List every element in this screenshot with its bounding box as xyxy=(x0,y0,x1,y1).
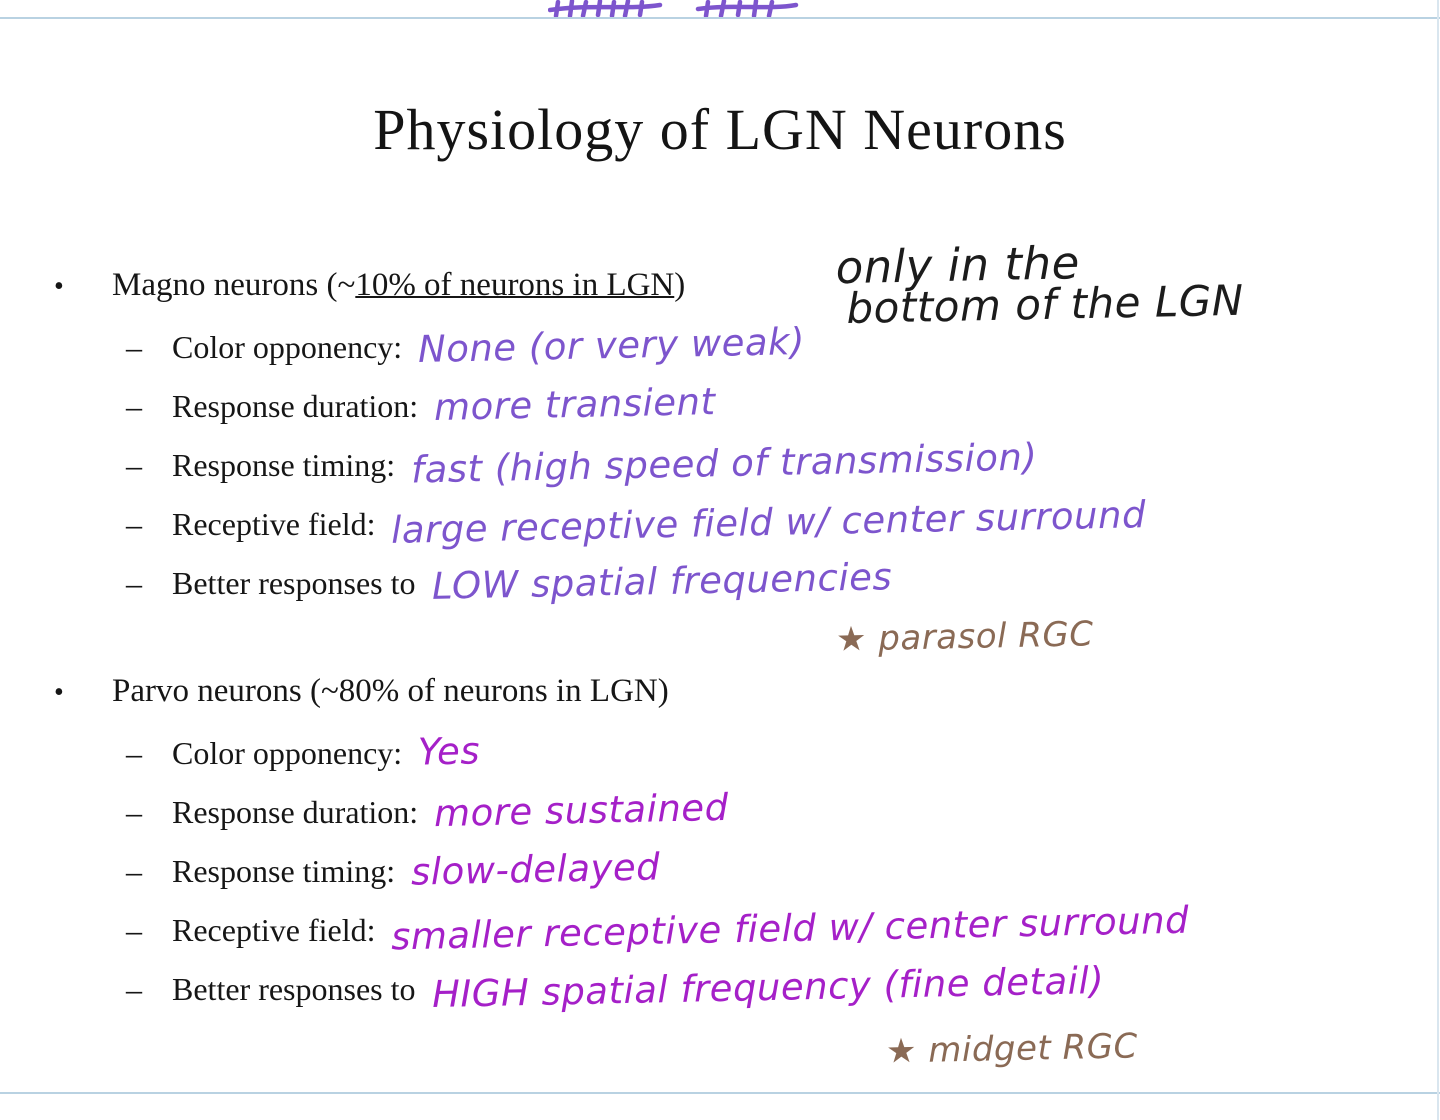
parvo-item-row: – Receptive field: smaller receptive fie… xyxy=(46,899,1424,959)
handwritten-answer: more transient xyxy=(433,380,717,429)
magno-footnote-row: ★ parasol RGC xyxy=(835,614,1424,660)
parvo-header: Parvo neurons (~80% of neurons in LGN) xyxy=(112,673,669,709)
dash-marker: – xyxy=(126,506,142,542)
handwritten-answer: large receptive field w/ center surround xyxy=(391,493,1147,552)
handwritten-answer: LOW spatial frequencies xyxy=(431,555,893,608)
handwritten-answer: more sustained xyxy=(433,785,730,836)
magno-header-suffix: ) xyxy=(674,267,686,303)
magno-item-row: – Receptive field: large receptive field… xyxy=(46,493,1424,552)
handwritten-answer: slow-delayed xyxy=(410,845,661,894)
magno-item-row: – Response timing: fast (high speed of t… xyxy=(46,435,1424,491)
magno-item-row: – Response duration: more transient xyxy=(46,380,1424,429)
dash-marker: – xyxy=(126,971,142,1007)
magno-header: Magno neurons (~10% of neurons in LGN) xyxy=(112,262,685,308)
dash-marker: – xyxy=(126,329,142,365)
magno-header-prefix: Magno neurons (~ xyxy=(112,267,356,303)
item-label: Color opponency: xyxy=(172,735,403,771)
dash-marker: – xyxy=(126,794,142,830)
bullet-marker: • xyxy=(54,677,64,708)
magno-item-row: – Color opponency: None (or very weak) xyxy=(46,320,1424,371)
item-label: Response timing: xyxy=(172,853,396,889)
parvo-item-row: – Color opponency: Yes xyxy=(46,729,1424,775)
dash-marker: – xyxy=(126,447,142,483)
bullet-marker: • xyxy=(54,271,64,302)
item-label: Better responses to xyxy=(172,565,416,601)
item-label: Color opponency: xyxy=(172,329,403,365)
item-label: Response duration: xyxy=(172,388,419,424)
right-border-line xyxy=(1437,0,1439,1120)
top-cutoff-handwriting xyxy=(548,0,799,17)
top-border-line xyxy=(0,17,1440,19)
parvo-footnote-row: ★ midget RGC xyxy=(885,1026,1424,1072)
handwritten-answer: None (or very weak) xyxy=(417,319,806,372)
parvo-item-row: – Better responses to HIGH spatial frequ… xyxy=(46,959,1424,1016)
dash-marker: – xyxy=(126,388,142,424)
dash-marker: – xyxy=(126,912,142,948)
handwritten-answer: HIGH spatial frequency (fine detail) xyxy=(431,958,1105,1017)
magno-header-underlined: 10% of neurons in LGN xyxy=(355,267,675,303)
parvo-item-row: – Response timing: slow-delayed xyxy=(46,845,1424,894)
parvo-header-row: • Parvo neurons (~80% of neurons in LGN) xyxy=(46,668,1424,716)
handwritten-footnote: ★ parasol RGC xyxy=(835,614,1094,660)
parvo-section: • Parvo neurons (~80% of neurons in LGN)… xyxy=(46,668,1424,1072)
handwritten-answer: smaller receptive field w/ center surrou… xyxy=(391,898,1190,959)
item-label: Receptive field: xyxy=(172,912,376,948)
bottom-border-line xyxy=(0,1092,1440,1094)
magno-section: • Magno neurons (~10% of neurons in LGN)… xyxy=(46,262,1424,660)
handwritten-answer: Yes xyxy=(417,729,481,774)
item-label: Response duration: xyxy=(172,794,419,830)
item-label: Better responses to xyxy=(172,971,416,1007)
parvo-item-row: – Response duration: more sustained xyxy=(46,785,1424,836)
slide-title: Physiology of LGN Neurons xyxy=(373,97,1067,162)
magno-item-row: – Better responses to LOW spatial freque… xyxy=(46,555,1424,608)
dash-marker: – xyxy=(126,735,142,771)
magno-header-row: • Magno neurons (~10% of neurons in LGN) xyxy=(46,262,1424,310)
item-label: Response timing: xyxy=(172,447,396,483)
handwritten-answer: fast (high speed of transmission) xyxy=(410,435,1038,492)
side-note-line2: bottom of the LGN xyxy=(845,275,1245,334)
handwritten-footnote: ★ midget RGC xyxy=(885,1026,1139,1072)
dash-marker: – xyxy=(126,565,142,601)
magno-side-note: only in the bottom of the LGN xyxy=(835,236,1245,334)
item-label: Receptive field: xyxy=(172,506,376,542)
dash-marker: – xyxy=(126,853,142,889)
